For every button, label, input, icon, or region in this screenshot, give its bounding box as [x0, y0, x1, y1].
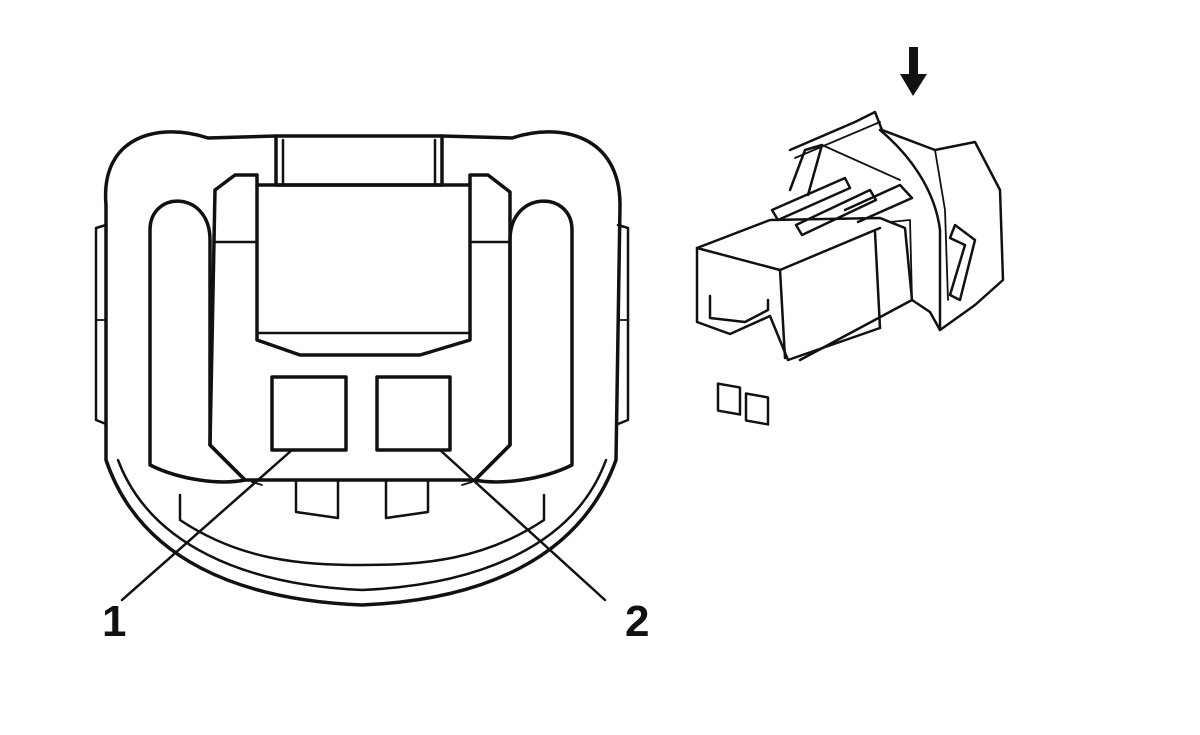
iso-rear-collar: [788, 110, 1005, 332]
bottom-skirt: [178, 493, 546, 567]
locking-tab: [255, 183, 472, 357]
inner-body: [208, 173, 512, 482]
housing-inner-contour: [116, 458, 608, 592]
skirt-tick-right: [461, 481, 473, 486]
leader-line-1: [120, 448, 294, 602]
connector-front-view: 1 2: [94, 130, 649, 646]
bottom-key-right: [384, 480, 430, 520]
iso-collar-edge: [794, 121, 881, 159]
iso-collar-curve: [878, 128, 942, 332]
view-direction-arrow-icon: [900, 47, 927, 96]
iso-front-cavity-1: [716, 382, 742, 416]
iso-top-ribs: [770, 143, 914, 237]
iso-collar-inner: [934, 149, 949, 301]
terminal-cavity-1: [270, 375, 348, 452]
iso-front-cavity-2: [744, 392, 770, 426]
terminal-cavity-2: [375, 375, 452, 452]
left-inner-channel: [148, 199, 247, 484]
iso-side-latch: [948, 223, 977, 302]
leader-line-2: [438, 448, 607, 602]
bottom-key-left: [294, 480, 340, 520]
iso-front-key: [708, 294, 770, 324]
pin-label-1: 1: [102, 597, 126, 646]
right-inner-channel: [473, 199, 574, 484]
top-latch: [274, 134, 444, 187]
connector-isometric-view: [695, 47, 1005, 426]
outer-housing: [103, 130, 622, 607]
pin-label-2: 2: [625, 597, 649, 646]
iso-front-block: [695, 216, 914, 362]
